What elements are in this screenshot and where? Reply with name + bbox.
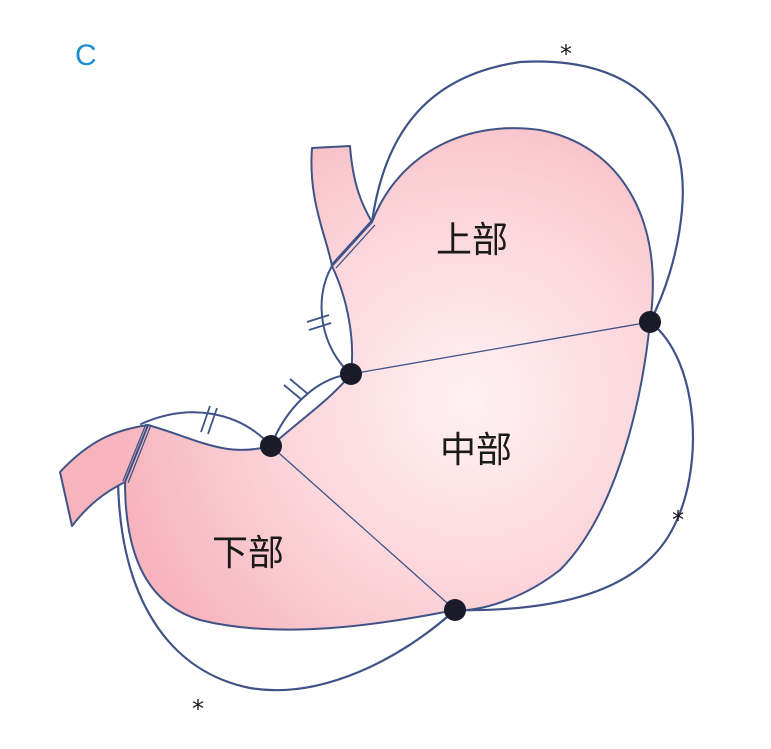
greater-omentum-top-arc (370, 60, 684, 324)
lesser-omentum-loop-lower (140, 411, 272, 447)
node-greater-curvature-upper (639, 311, 661, 333)
upper-middle-division-line (350, 321, 651, 375)
greater-omentum-right-arc (453, 320, 695, 612)
panel-letter: C (75, 39, 97, 72)
cardia-junction-lines (331, 220, 376, 269)
asterisk-marker-top: * (560, 40, 572, 68)
duodenum (59, 424, 149, 527)
node-lesser-curvature-lower (260, 435, 282, 457)
region-label-upper: 上部 (436, 220, 508, 261)
middle-lower-division-line (270, 445, 456, 611)
region-label-lower: 下部 (212, 533, 284, 574)
lesser-omentum-loop-upper (320, 265, 352, 375)
asterisk-marker-bottom: * (192, 695, 204, 723)
region-label-middle: 中部 (440, 430, 512, 471)
node-greater-curvature-lower (444, 599, 466, 621)
node-lesser-curvature-upper (340, 363, 362, 385)
stomach-body (124, 127, 654, 631)
pylorus-junction-lines (122, 423, 152, 484)
double-slash-icon (200, 405, 218, 435)
double-slash-icon (283, 378, 309, 401)
greater-omentum-bottom-arc (116, 478, 457, 692)
asterisk-marker-right: * (672, 506, 684, 534)
lesser-omentum-loop-middle (270, 373, 352, 447)
double-slash-icon (306, 314, 332, 331)
